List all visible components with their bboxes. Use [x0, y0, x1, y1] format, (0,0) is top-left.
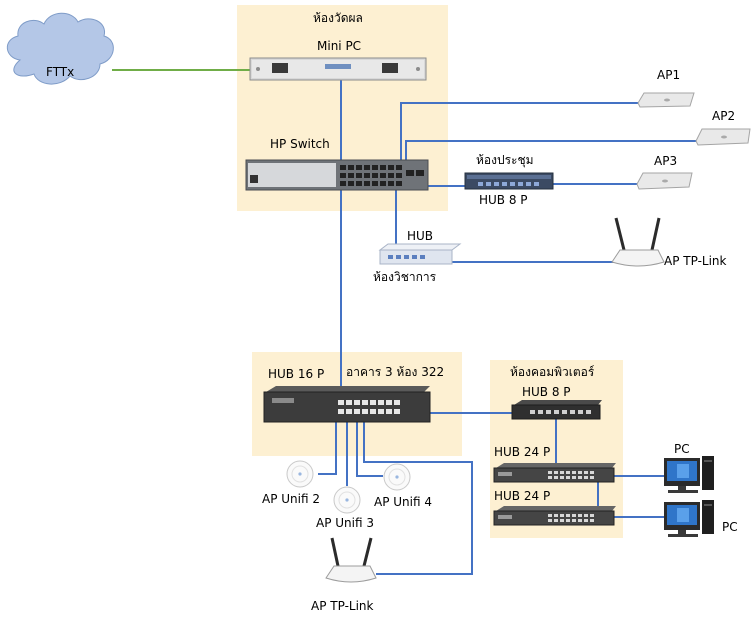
link-hub16-tplink: [363, 422, 473, 575]
ap-tplink-bottom-icon: [325, 537, 377, 583]
ap3-icon: [636, 172, 693, 190]
hub-8p-meeting-icon: [464, 172, 554, 190]
academic-room-label: ห้องวิชาการ: [373, 270, 437, 284]
ap2-icon: [695, 128, 751, 146]
hub-24p-b-icon: [493, 506, 616, 526]
ap-unifi-3-icon: [333, 486, 361, 514]
pc-b-label: PC: [722, 520, 738, 534]
computer-room-label: ห้องคอมพิวเตอร์: [510, 365, 595, 379]
hub-8p-meeting-label: HUB 8 P: [479, 193, 528, 207]
ap-tplink-top-label: AP TP-Link: [664, 254, 727, 268]
hub-24p-a-icon: [493, 463, 616, 483]
hub-academic-icon: [378, 243, 462, 265]
hub-8p-comp-label: HUB 8 P: [522, 385, 571, 399]
link-switch-ap2: [405, 140, 696, 175]
ap2-label: AP2: [712, 109, 735, 123]
mini-pc-label: Mini PC: [317, 39, 361, 53]
fttx-label: FTTx: [46, 65, 74, 79]
ap1-label: AP1: [657, 68, 680, 82]
fttx-cloud-icon: [6, 12, 114, 85]
hub-24p-a-label: HUB 24 P: [494, 445, 550, 459]
ap-unifi-4-icon: [383, 463, 411, 491]
ap1-icon: [637, 92, 695, 108]
ap-unifi-3-label: AP Unifi 3: [316, 516, 374, 530]
meeting-room-label: ห้องประชุม: [476, 153, 534, 168]
hub-16p-label: HUB 16 P: [268, 367, 324, 381]
ap-tplink-top-icon: [611, 217, 665, 267]
hp-switch-label: HP Switch: [270, 137, 330, 151]
upper-room-label: ห้องวัดผล: [313, 11, 363, 25]
mini-pc-icon: [249, 57, 427, 81]
pc-a-label: PC: [674, 442, 690, 456]
ap-tplink-bottom-label: AP TP-Link: [311, 599, 374, 613]
ap3-label: AP3: [654, 154, 677, 168]
hub-8p-comp-icon: [511, 400, 602, 420]
hp-switch-icon: [245, 159, 429, 191]
pc-a-icon: [664, 456, 714, 493]
hub-24p-b-label: HUB 24 P: [494, 489, 550, 503]
pc-b-icon: [664, 500, 714, 537]
building-label: อาคาร 3 ห้อง 322: [346, 365, 444, 379]
link-switch-ap1: [400, 102, 638, 175]
hub-16p-icon: [263, 386, 431, 423]
hub-academic-label: HUB: [407, 229, 433, 243]
link-hub16-unifi4: [356, 422, 383, 477]
ap-unifi-2-label: AP Unifi 2: [262, 492, 320, 506]
ap-unifi-4-label: AP Unifi 4: [374, 495, 432, 509]
link-hub16-unifi2: [318, 422, 337, 475]
ap-unifi-2-icon: [286, 460, 314, 488]
